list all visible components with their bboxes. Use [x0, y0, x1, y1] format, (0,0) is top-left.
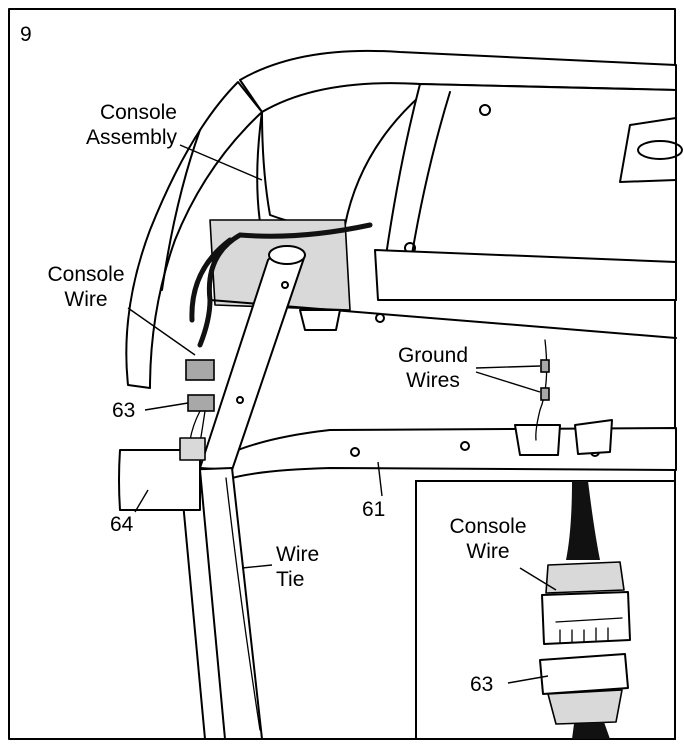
frame-screw-1	[350, 447, 360, 457]
label-ground-wires-line1: Ground	[397, 344, 469, 367]
label-console-wire-line1: Console	[47, 263, 125, 286]
leader-61	[377, 461, 383, 497]
frame-screw-2	[460, 441, 470, 451]
label-wire-tie-line1: Wire	[276, 543, 320, 566]
label-console-assembly: Console Assembly	[55, 100, 177, 150]
inset-label-console-wire: Console Wire	[436, 514, 540, 564]
label-wire-tie: Wire Tie	[276, 542, 319, 592]
label-part-61: 61	[362, 498, 386, 521]
panel-screw-1	[479, 104, 491, 116]
leg-edge	[199, 469, 226, 740]
leader-wire-tie	[241, 564, 273, 569]
figure-frame	[8, 8, 676, 740]
inset-connector-63-wires	[547, 689, 623, 725]
ground-terminal-2	[540, 387, 550, 401]
console-wire-connector	[185, 359, 215, 381]
inset-leader-console-wire	[519, 567, 557, 591]
label-ground-wires-line2: Wires	[406, 369, 460, 392]
inset-label-console-wire-line1: Console	[449, 515, 527, 538]
inset-console-connector-top	[545, 561, 625, 594]
leader-63	[144, 402, 189, 411]
label-console-assembly-line1: Console	[99, 101, 177, 124]
upright-top-cap	[268, 245, 306, 265]
inset-label-console-wire-line2: Wire	[466, 540, 510, 563]
panel-cutout	[619, 117, 677, 183]
leader-64	[134, 489, 149, 513]
inset-connector-pins	[555, 617, 623, 643]
leader-ground-wire-1	[475, 365, 541, 369]
upright-hole-1	[281, 281, 289, 289]
label-ground-wires: Ground Wires	[384, 343, 482, 393]
console-wire-cable-2	[189, 237, 233, 323]
leader-console-wire	[127, 307, 196, 356]
label-console-assembly-line2: Assembly	[85, 126, 177, 149]
ground-bracket-2	[574, 419, 613, 455]
connector-63	[187, 394, 215, 412]
console-left-frame	[125, 81, 263, 389]
tray-screw	[375, 313, 385, 323]
upright-hole-2	[236, 396, 244, 404]
wire-tie	[225, 477, 261, 731]
label-part-64: 64	[110, 513, 134, 536]
console-cover	[261, 82, 421, 228]
tray-bracket	[299, 309, 341, 331]
ground-terminal-1	[540, 359, 550, 373]
label-console-wire-line2: Wire	[64, 288, 108, 311]
label-wire-tie-line2: Tie	[276, 568, 305, 591]
inset-console-wire-bundle	[566, 481, 600, 560]
plate-clip	[179, 437, 206, 461]
inset-connector-63-body	[539, 653, 629, 695]
step-number: 9	[20, 23, 32, 46]
inset-label-part-63: 63	[470, 673, 494, 696]
leader-lines	[127, 144, 541, 569]
frame-contour-1	[161, 129, 201, 291]
upright-leg	[179, 467, 263, 740]
label-console-wire: Console Wire	[38, 262, 134, 312]
inset-leader-63	[507, 675, 549, 684]
inset-63-wire-bundle	[572, 722, 610, 739]
inset-detail	[415, 480, 676, 740]
label-part-63: 63	[112, 399, 136, 422]
leader-ground-wire-2	[475, 371, 541, 393]
cover-plate-64	[118, 449, 201, 511]
panel-cutout-oval	[637, 140, 683, 160]
ground-bracket	[514, 424, 561, 456]
leader-console-assembly	[179, 144, 263, 181]
console-lower-lip	[374, 249, 677, 301]
treadmill-upright-drawing	[118, 49, 683, 740]
